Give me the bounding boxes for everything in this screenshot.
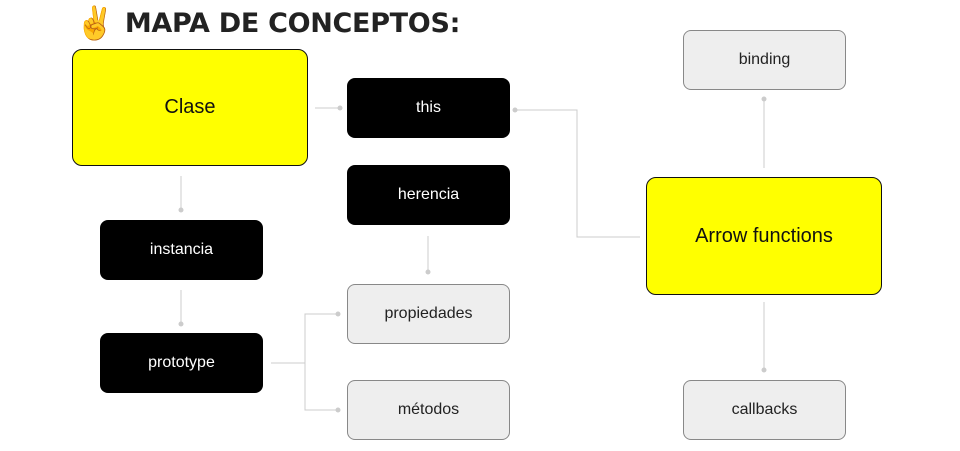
node-instancia: instancia [100,220,263,280]
connector-dot-binding [761,96,767,102]
victory-hand-icon: ✌️ [75,4,115,42]
connector-dot-this-right [512,107,518,113]
connector-arrow-this [515,109,640,238]
page-title-text: MAPA DE CONCEPTOS: [124,7,461,39]
node-propiedades: propiedades [347,284,510,344]
connector-dot-this [337,105,343,111]
connector-prototype-metodos [304,363,338,411]
node-clase: Clase [72,49,308,166]
node-this: this [347,78,510,138]
connector-dot-instancia [178,207,184,213]
connector-dot-propiedades-top [425,269,431,275]
node-prototype: prototype [100,333,263,393]
connector-dot-prototype [178,321,184,327]
page-title: ✌️ MAPA DE CONCEPTOS: [75,2,460,44]
connector-dot-metodos-left [335,407,341,413]
node-arrow-functions: Arrow functions [646,177,882,295]
connector-dot-propiedades-left [335,311,341,317]
connector-prototype-propiedades [304,313,338,410]
node-callbacks: callbacks [683,380,846,440]
node-binding: binding [683,30,846,90]
node-herencia: herencia [347,165,510,225]
node-metodos: métodos [347,380,510,440]
connector-dot-callbacks [761,367,767,373]
